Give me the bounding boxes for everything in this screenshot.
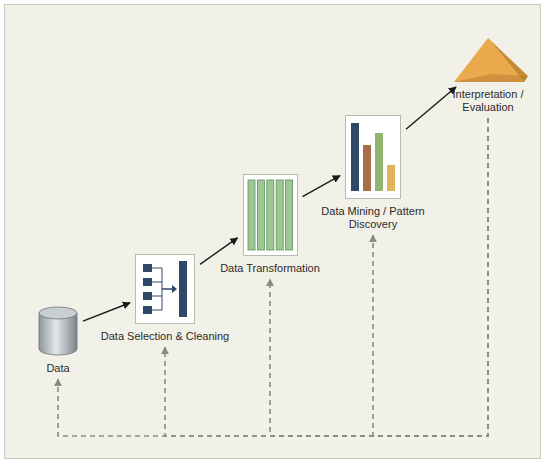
pyramid-base	[454, 74, 528, 82]
pyramid-icon	[448, 38, 528, 82]
cylinder-top	[39, 307, 77, 319]
step-label: Data Transformation	[200, 262, 340, 275]
column-bar	[266, 180, 273, 250]
record-line	[152, 282, 162, 283]
record-line	[152, 268, 162, 269]
process-step: Data	[26, 306, 90, 375]
icon-frame	[243, 175, 297, 256]
column-bar	[276, 180, 283, 250]
chart-bar	[363, 145, 371, 191]
icon-frame	[136, 255, 195, 324]
step-label: Data Selection & Cleaning	[85, 330, 245, 343]
feedback-arrow	[270, 118, 488, 436]
process-step: Data Mining / Pattern Discovery	[321, 115, 425, 231]
flow-arrow	[303, 176, 341, 197]
transform-icon	[243, 174, 298, 256]
chart-bar	[351, 123, 359, 191]
record-line	[152, 296, 162, 297]
chart-bar	[387, 165, 395, 191]
column-bar	[257, 180, 264, 250]
merge-head	[172, 285, 177, 293]
mining-icon	[345, 115, 401, 199]
selected-bar	[179, 261, 187, 317]
step-label: Interpretation / Evaluation	[436, 88, 540, 114]
selection-icon	[135, 254, 195, 324]
column-bar	[285, 180, 292, 250]
record-square	[143, 292, 152, 300]
chart-bar	[375, 133, 383, 191]
process-step: Data Transformation	[200, 174, 340, 275]
feedback-arrow	[373, 118, 488, 436]
cylinder-icon	[38, 306, 78, 356]
merge-arrow	[162, 288, 173, 290]
record-square	[143, 264, 152, 272]
feedback-arrow	[165, 118, 488, 436]
record-square	[143, 306, 152, 314]
column-bar	[248, 180, 255, 250]
flow-arrow	[406, 87, 456, 129]
record-line	[152, 310, 162, 311]
flow-arrow	[200, 238, 238, 264]
flow-arrow	[83, 303, 130, 321]
record-square	[143, 278, 152, 286]
feedback-arrow	[58, 118, 488, 436]
step-label: Data	[26, 362, 90, 375]
process-step: Interpretation / Evaluation	[436, 38, 540, 114]
icon-frame	[346, 116, 401, 199]
step-label: Data Mining / Pattern Discovery	[321, 205, 425, 231]
